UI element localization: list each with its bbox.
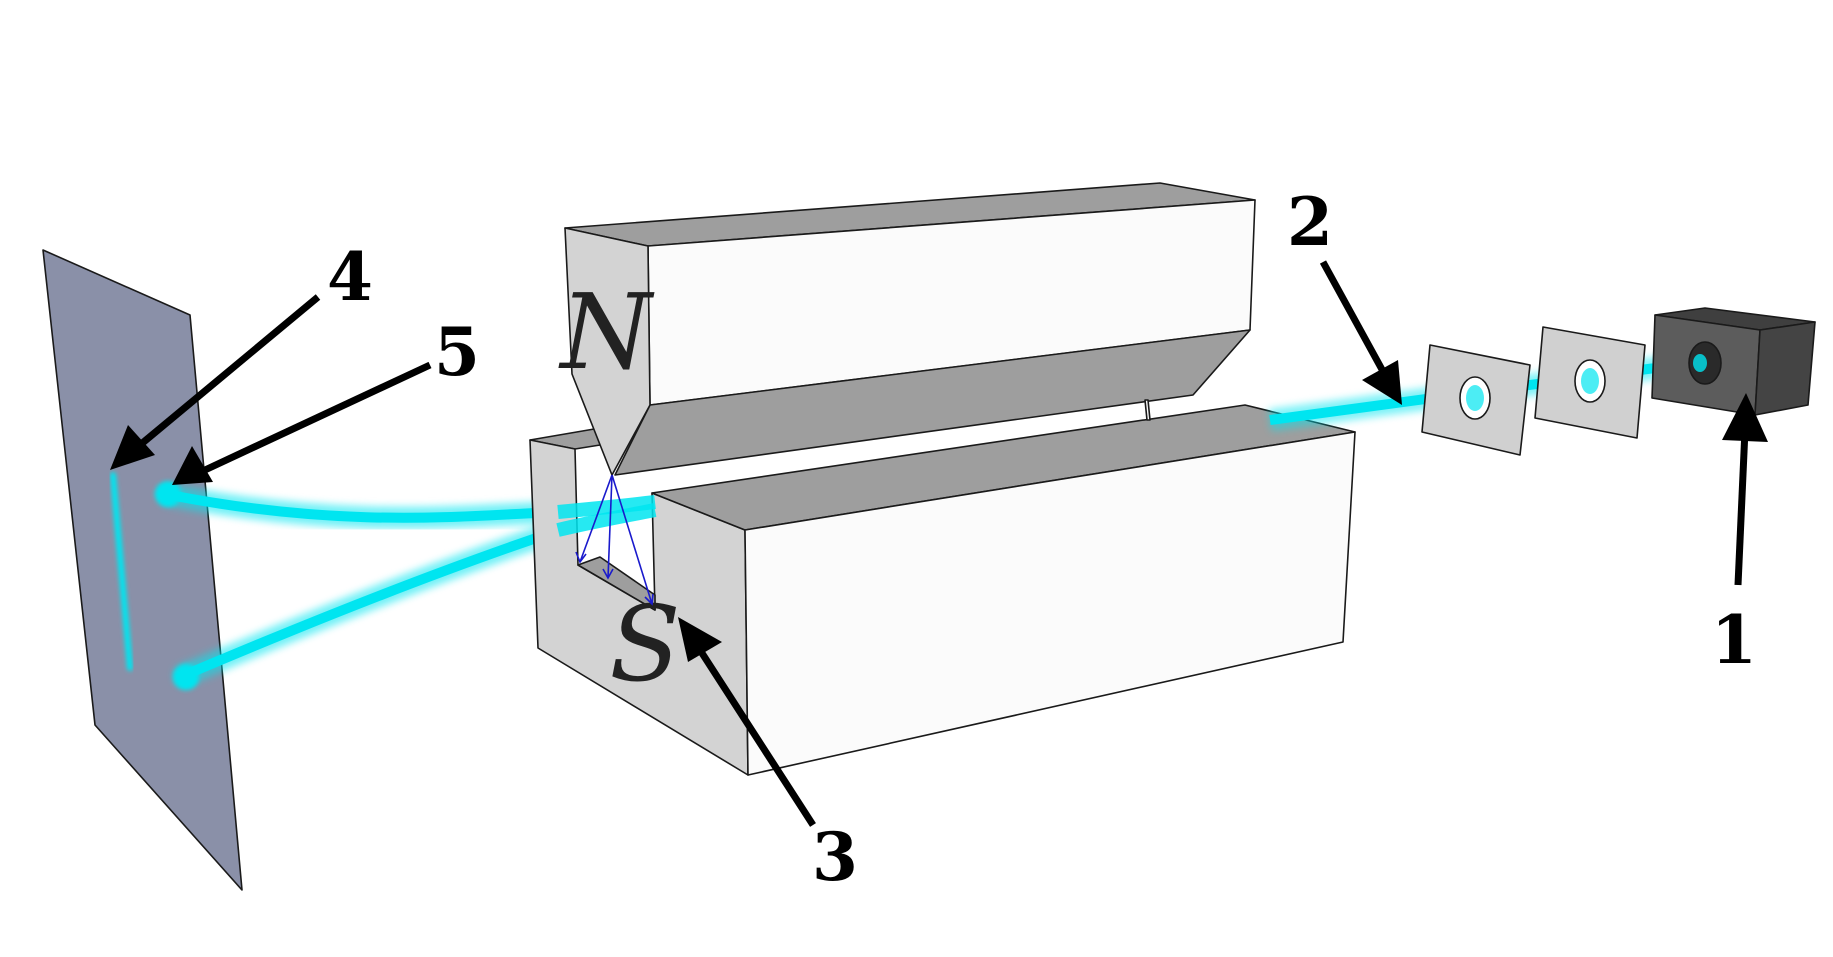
- south-magnet: S: [529, 404, 1356, 776]
- callout-4: 4: [327, 238, 373, 316]
- north-pole-label: N: [558, 271, 655, 393]
- collimator-slit-2: [1534, 326, 1646, 439]
- upper-spot: [155, 481, 181, 507]
- north-magnet: N: [558, 182, 1256, 476]
- lower-spot: [173, 664, 199, 690]
- callout-2: 2: [1287, 183, 1333, 261]
- collimator-slit-1: [1421, 344, 1531, 456]
- north-magnet-front-face: [564, 227, 651, 476]
- callout-5: 5: [434, 313, 480, 391]
- split-beams: [159, 484, 571, 686]
- detector-screen: [42, 249, 243, 891]
- callout-3: 3: [812, 818, 858, 896]
- callout-arrows: [110, 260, 1768, 827]
- callout-1: 1: [1711, 601, 1757, 679]
- classical-line-deposit: [110, 472, 133, 671]
- south-pole-label: S: [609, 583, 680, 705]
- field-lines: [575, 474, 654, 606]
- oven: [1651, 307, 1816, 416]
